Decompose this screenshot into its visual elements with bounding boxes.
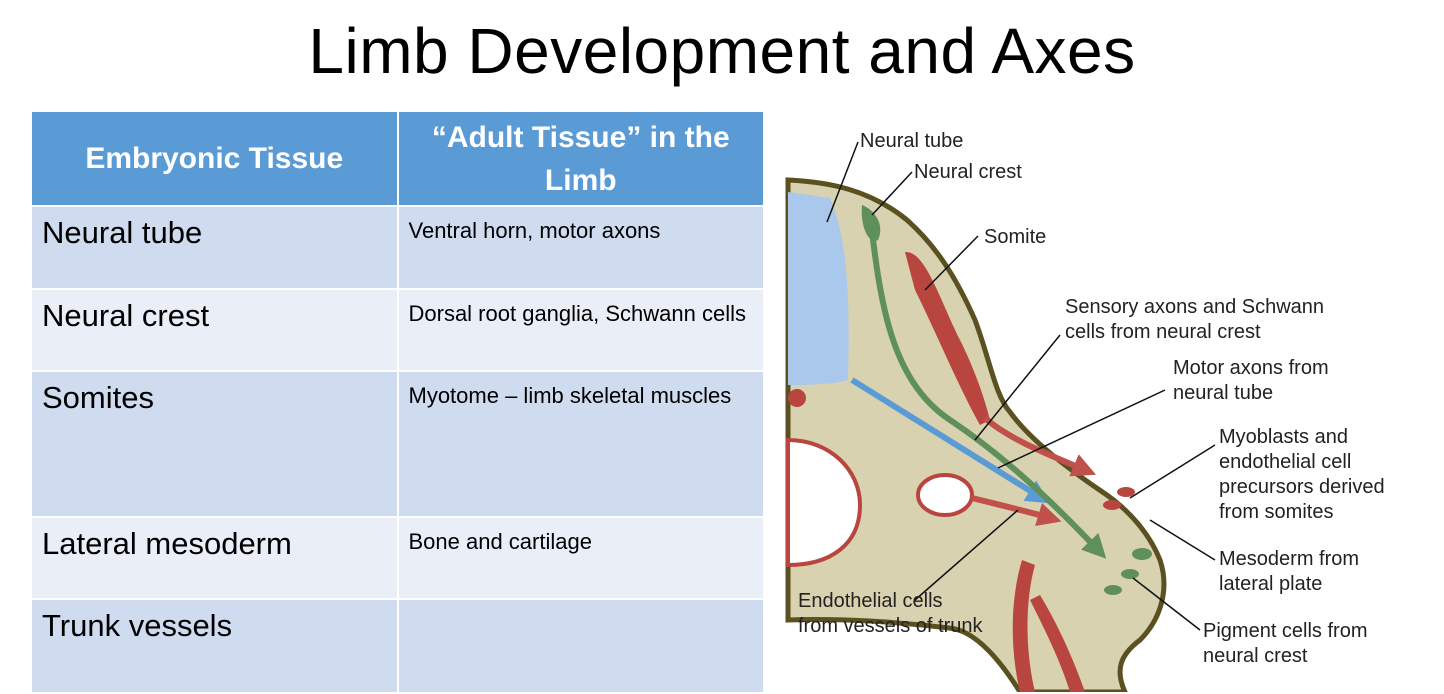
slide-title: Limb Development and Axes — [308, 15, 1136, 87]
label-myoblasts: Myoblasts and endothelial cell precursor… — [1219, 426, 1385, 523]
tissue-cell: Somites — [30, 370, 399, 518]
table-row: Somites Myotome – limb skeletal muscles — [30, 370, 765, 518]
leader-lines — [826, 141, 1216, 631]
table-row: Neural crest Dorsal root ganglia, Schwan… — [30, 288, 765, 372]
tissue-cell: Neural crest — [30, 288, 399, 372]
adult-cell: Dorsal root ganglia, Schwann cells — [396, 288, 765, 372]
label-endothelial: Endothelial cells from vessels of trunk — [798, 590, 983, 637]
somite-shape — [905, 251, 990, 425]
adult-cell: Bone and cartilage — [396, 516, 765, 600]
header-embryonic: Embryonic Tissue — [30, 110, 399, 207]
label-somite: Somite — [984, 226, 1047, 248]
tissue-table: Embryonic Tissue “Adult Tissue” in the L… — [30, 110, 765, 694]
label-neural-tube: Neural tube — [860, 130, 964, 152]
table-header: Embryonic Tissue “Adult Tissue” in the L… — [30, 110, 765, 207]
adult-cell: Ventral horn, motor axons — [396, 205, 765, 290]
tissue-cell: Trunk vessels — [30, 598, 399, 694]
label-mesoderm: Mesoderm from lateral plate — [1219, 548, 1360, 595]
header-adult: “Adult Tissue” in the Limb — [396, 110, 765, 207]
tissue-cell: Neural tube — [30, 205, 399, 290]
label-sensory-axons: Sensory axons and Schwann cells from neu… — [1065, 296, 1325, 343]
table-row: Lateral mesoderm Bone and cartilage — [30, 516, 765, 600]
table-row: Neural tube Ventral horn, motor axons — [30, 205, 765, 290]
tissue-cell: Lateral mesoderm — [30, 516, 399, 600]
trunk-vessel — [916, 473, 974, 517]
ventricle-cavity — [786, 437, 863, 568]
neural-tube-shape — [788, 192, 849, 385]
label-pigment: Pigment cells from neural crest — [1203, 620, 1368, 667]
adult-cell: Myotome – limb skeletal muscles — [396, 370, 765, 518]
table-row: Trunk vessels — [30, 598, 765, 694]
label-motor-axons: Motor axons from neural tube — [1173, 357, 1329, 404]
label-neural-crest: Neural crest — [914, 161, 1022, 183]
leg-vessels — [1012, 560, 1085, 692]
